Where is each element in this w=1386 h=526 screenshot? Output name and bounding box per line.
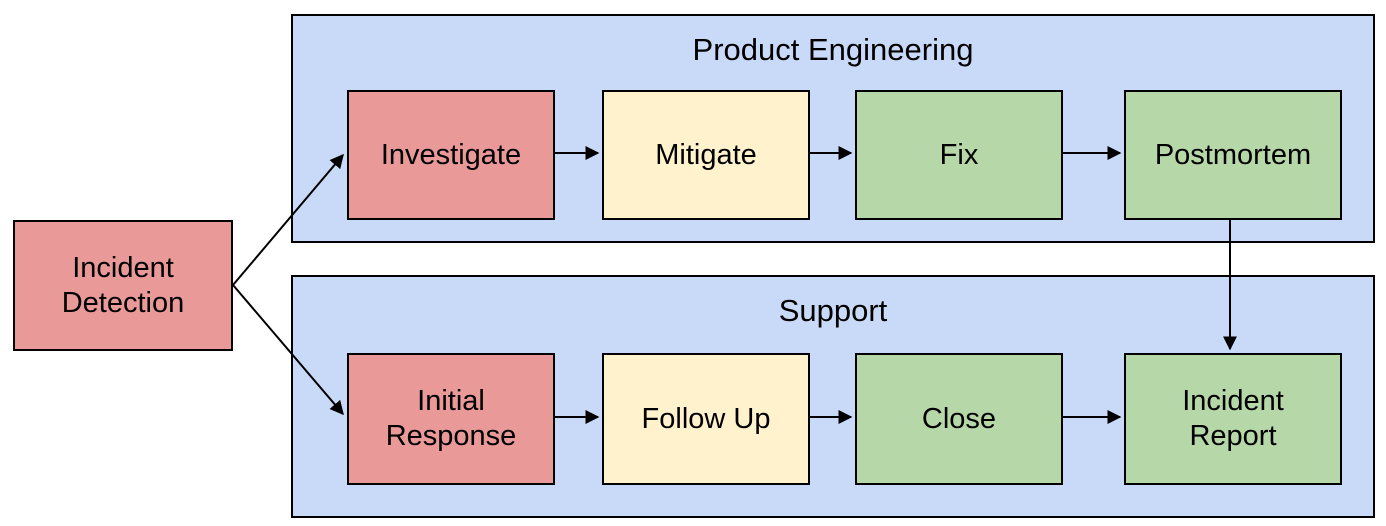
- lane-support: Support Initial Response Follow Up Close…: [291, 275, 1375, 518]
- node-mitigate-label: Mitigate: [655, 138, 757, 171]
- lane-support-title: Support: [778, 293, 888, 328]
- node-investigate-label: Investigate: [380, 138, 522, 171]
- node-investigate: Investigate: [347, 90, 555, 220]
- node-close: Close: [855, 353, 1063, 485]
- node-fix: Fix: [855, 90, 1063, 220]
- node-initial-response-label-line2: Response: [385, 420, 517, 452]
- node-close-label: Close: [921, 402, 997, 435]
- node-initial-response: Initial Response: [347, 353, 555, 485]
- node-initial-response-label-line1: Initial: [417, 385, 485, 418]
- node-incident-report: Incident Report: [1124, 353, 1342, 485]
- node-postmortem-label: Postmortem: [1154, 138, 1312, 171]
- node-incident-detection: Incident Detection: [13, 220, 233, 351]
- lane-product-engineering-title: Product Engineering: [692, 32, 974, 67]
- node-incident-detection-label-line2: Detection: [61, 286, 185, 319]
- node-incident-report-label-line2: Report: [1189, 420, 1277, 452]
- node-incident-report-label-line1: Incident: [1182, 385, 1284, 418]
- node-incident-detection-label-line1: Incident: [72, 251, 174, 284]
- node-follow-up-label: Follow Up: [641, 402, 771, 435]
- node-follow-up: Follow Up: [602, 353, 810, 485]
- node-postmortem: Postmortem: [1124, 90, 1342, 220]
- node-mitigate: Mitigate: [602, 90, 810, 220]
- lane-product-engineering: Product Engineering Investigate Mitigate…: [291, 14, 1375, 243]
- node-fix-label: Fix: [939, 138, 979, 171]
